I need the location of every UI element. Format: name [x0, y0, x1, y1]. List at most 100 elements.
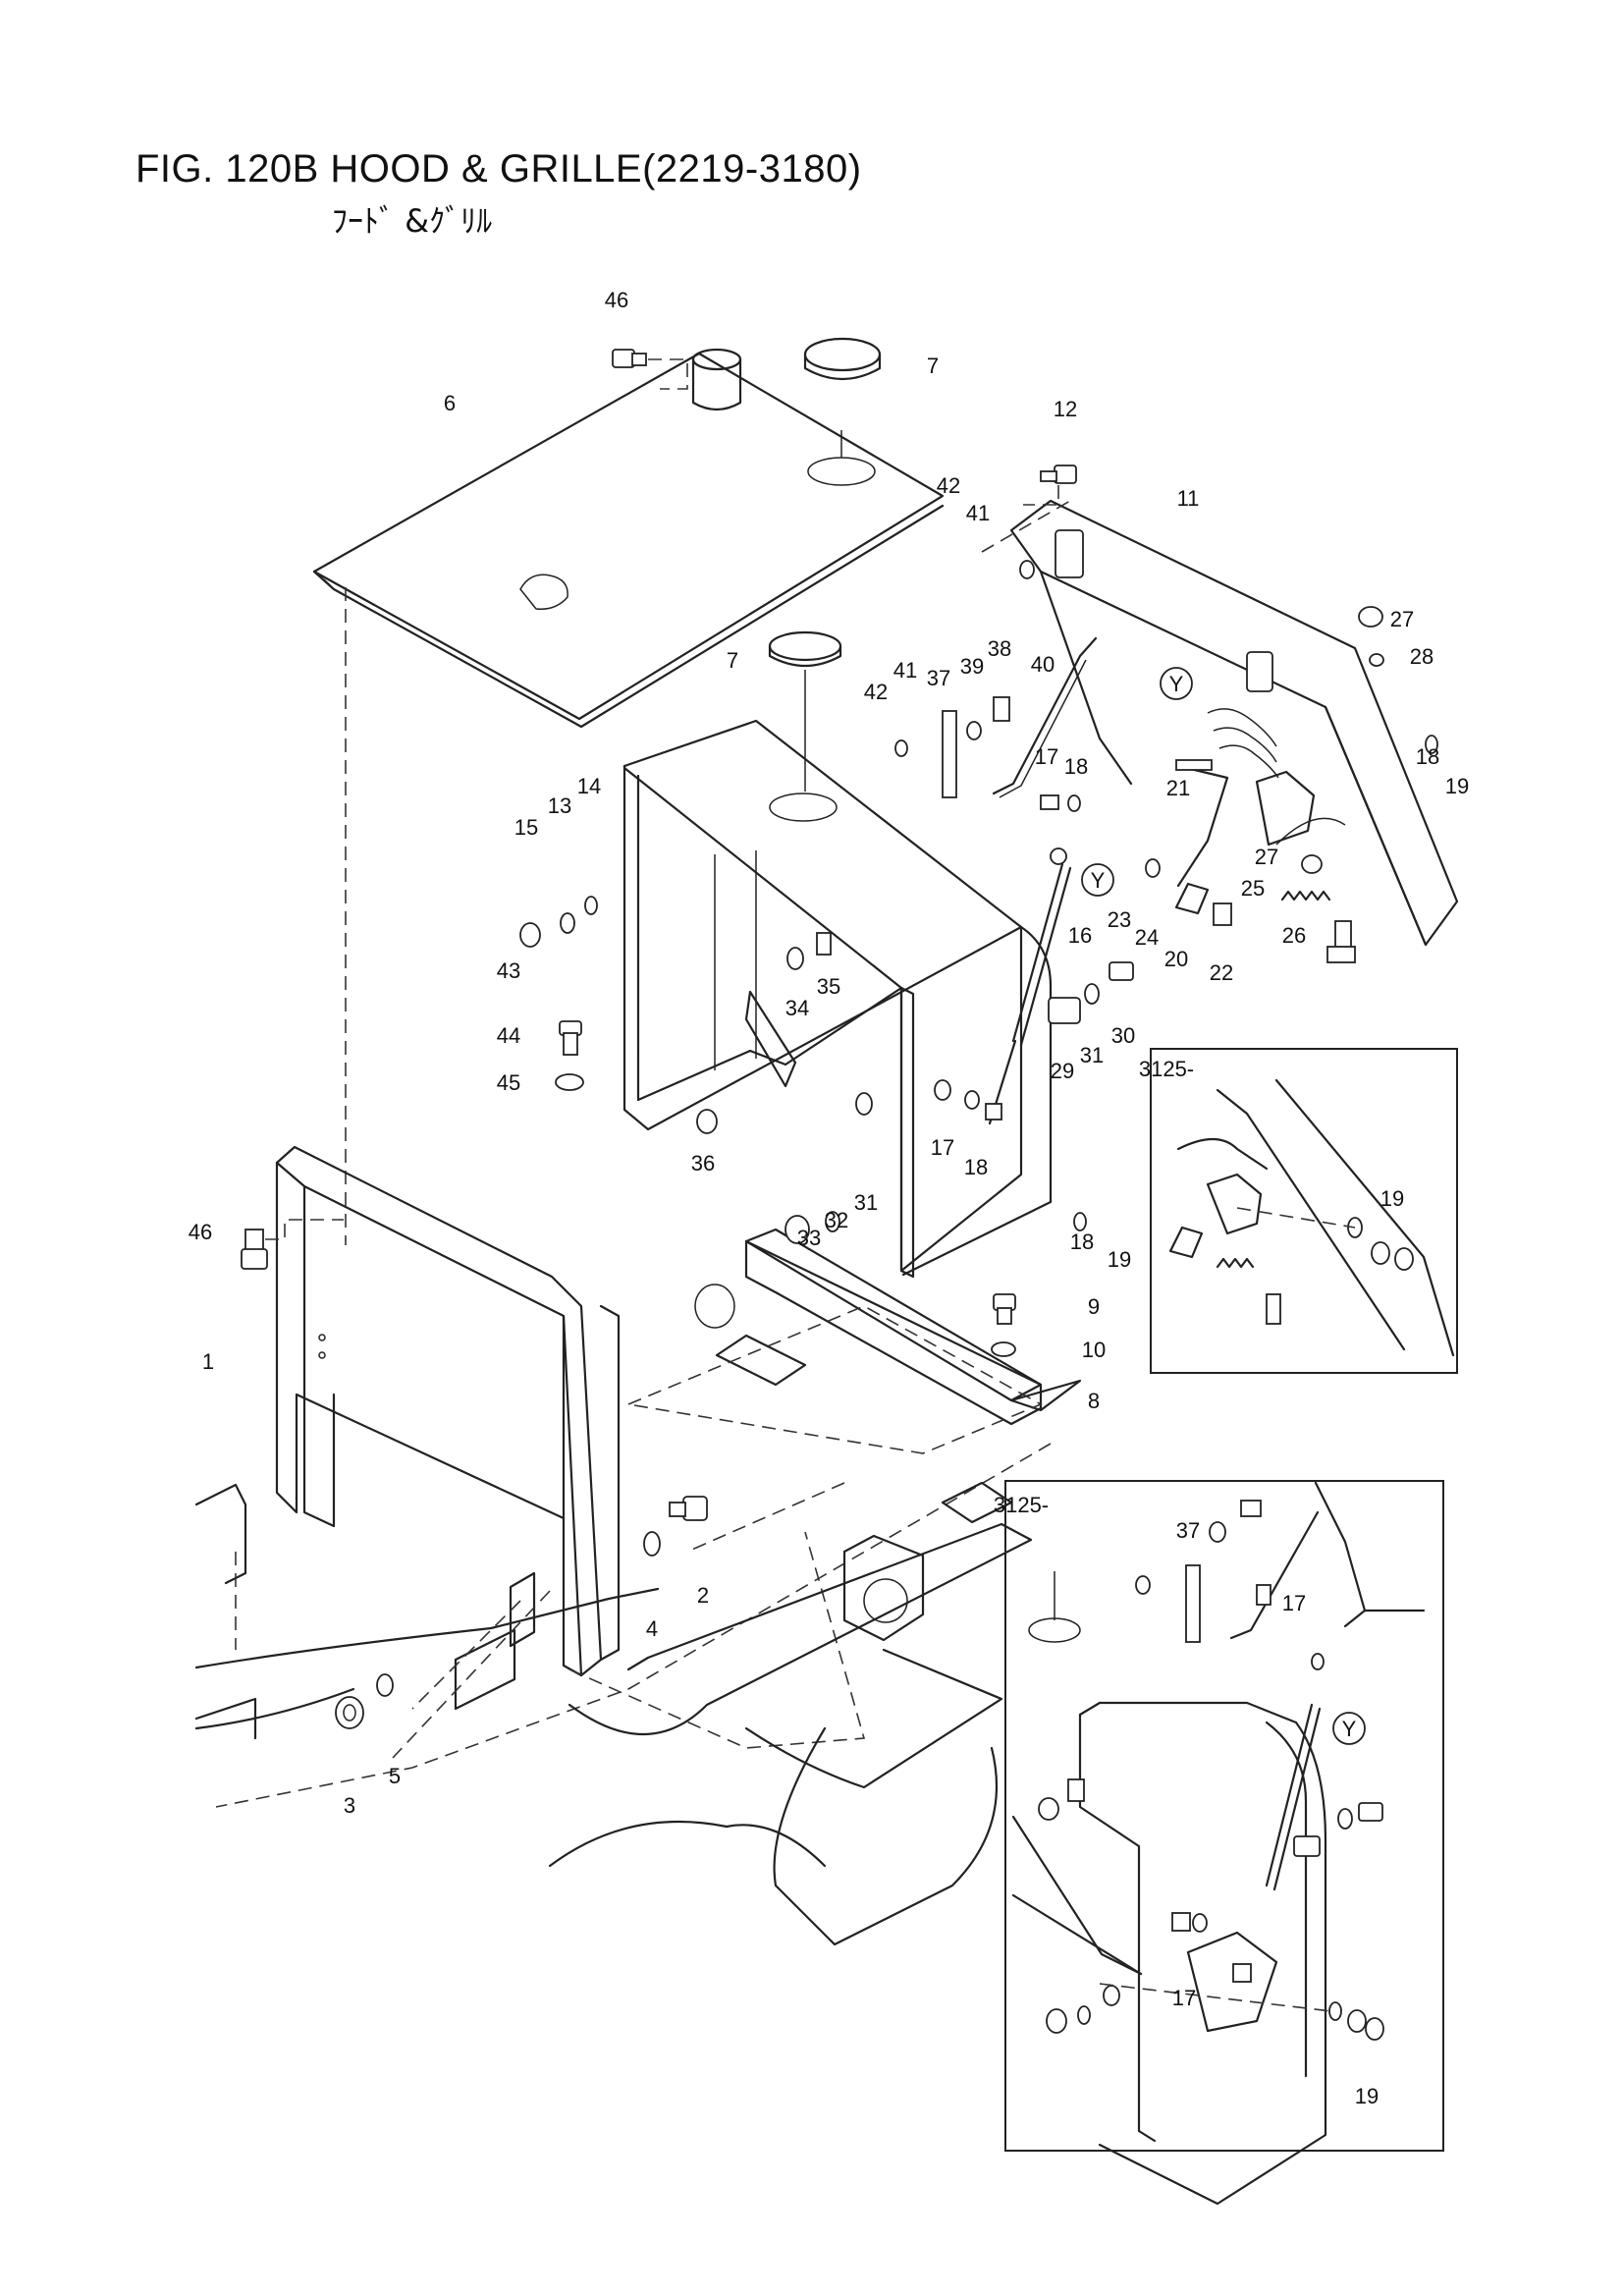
figure-subtitle: ﾌｰﾄﾞ &ｸﾞﾘﾙ: [332, 202, 493, 240]
bolt-46-top: [612, 349, 647, 368]
callout-40: 40: [1031, 652, 1055, 677]
callout-6: 6: [444, 391, 456, 415]
callout-12: 12: [1054, 397, 1077, 421]
bottom-bracket: [694, 1228, 1082, 1426]
callout-18c: 18: [964, 1155, 988, 1179]
callout-17a: 17: [1035, 744, 1058, 769]
callout-17c: 17: [1282, 1591, 1306, 1615]
callout-22: 22: [1210, 960, 1233, 985]
callout-38: 38: [988, 636, 1011, 661]
callout-32: 32: [825, 1208, 848, 1232]
grille-frame: [275, 1145, 621, 1677]
washer-4: [643, 1531, 661, 1557]
washer-10: [991, 1341, 1016, 1357]
callout-19b: 19: [1108, 1247, 1131, 1272]
spring-25: [1280, 890, 1331, 902]
callout-26: 26: [1282, 923, 1306, 948]
callout-37a: 37: [927, 666, 950, 690]
callout-8: 8: [1088, 1389, 1100, 1413]
hardware-upper: [519, 560, 1438, 1244]
marker-y-2: Y: [1332, 1712, 1366, 1745]
bolt-9: [993, 1293, 1016, 1325]
callout-11: 11: [1177, 486, 1200, 511]
cap-mid: [768, 630, 842, 667]
callout-19c: 19: [1380, 1186, 1404, 1211]
callout-27b: 27: [1255, 845, 1278, 869]
inset-3125-lower: [1004, 1480, 1444, 2206]
chassis-outline: [194, 1305, 1052, 1946]
callout-31b: 31: [854, 1190, 878, 1215]
callout-46b: 46: [189, 1220, 212, 1244]
callout-27a: 27: [1390, 607, 1414, 631]
callout-7b: 7: [727, 648, 738, 673]
callout-3125a: 3125-: [1139, 1057, 1194, 1081]
callout-19a: 19: [1445, 774, 1469, 798]
callout-1: 1: [202, 1349, 214, 1374]
callout-41a: 41: [966, 501, 990, 525]
callout-36: 36: [691, 1151, 715, 1175]
callout-18a: 18: [1064, 754, 1088, 779]
callout-42b: 42: [864, 680, 888, 704]
callout-13: 13: [548, 793, 571, 818]
callout-10: 10: [1082, 1338, 1106, 1362]
mount-bracket: [392, 1571, 551, 1759]
gas-spring: [988, 847, 1072, 1125]
callout-7a: 7: [927, 354, 939, 378]
figure-title: FIG. 120B HOOD & GRILLE(2219-3180): [135, 147, 862, 191]
callout-18d: 18: [1070, 1230, 1094, 1254]
washer-5: [376, 1673, 394, 1697]
bolt-2: [669, 1496, 708, 1521]
callout-21: 21: [1166, 776, 1190, 800]
callout-44: 44: [497, 1023, 520, 1048]
marker-y-1: Y: [1081, 863, 1114, 897]
left-chassis-fragment: [194, 1483, 257, 1740]
callout-39: 39: [960, 654, 984, 679]
callout-3125b: 3125-: [994, 1493, 1049, 1517]
callout-19d: 19: [1355, 2084, 1379, 2108]
callout-3: 3: [344, 1793, 355, 1818]
callout-28: 28: [1410, 644, 1434, 669]
bolt-46-left: [241, 1229, 268, 1270]
callout-15: 15: [514, 815, 538, 840]
callout-17d: 17: [1172, 1986, 1196, 2010]
callout-37b: 37: [1176, 1518, 1200, 1543]
bolt-26: [1326, 920, 1356, 963]
callout-46a: 46: [605, 288, 628, 312]
exhaust-stack: [691, 348, 742, 411]
callout-23: 23: [1108, 907, 1131, 932]
callout-25: 25: [1241, 876, 1265, 901]
callout-24: 24: [1135, 925, 1159, 950]
callout-31a: 31: [1080, 1043, 1104, 1067]
callout-41b: 41: [893, 658, 917, 683]
marker-layer: Y Y Y: [1081, 667, 1366, 1745]
hood-panel: [312, 352, 945, 729]
callout-17b: 17: [931, 1135, 954, 1160]
callout-34: 34: [785, 996, 809, 1020]
support-rod: [942, 636, 1098, 798]
callout-33: 33: [797, 1226, 821, 1250]
latch-assembly: [1174, 759, 1346, 926]
callout-14: 14: [577, 774, 601, 798]
callout-42a: 42: [937, 473, 960, 498]
callout-45: 45: [497, 1070, 520, 1095]
callout-9: 9: [1088, 1294, 1100, 1319]
callout-30: 30: [1111, 1023, 1135, 1048]
cap-top: [803, 337, 882, 381]
callout-16: 16: [1068, 923, 1092, 948]
callout-5: 5: [389, 1764, 401, 1788]
callout-20: 20: [1164, 947, 1188, 971]
callout-18b: 18: [1416, 744, 1439, 769]
callout-43: 43: [497, 958, 520, 983]
callout-2: 2: [697, 1583, 709, 1608]
callout-29: 29: [1051, 1059, 1074, 1083]
svg-text:Y: Y: [1169, 672, 1184, 696]
svg-text:Y: Y: [1091, 868, 1106, 893]
callout-4: 4: [646, 1616, 658, 1641]
bolt-12: [1040, 465, 1077, 484]
inset-3125-upper: [1150, 1048, 1458, 1374]
nut-3: [335, 1696, 364, 1729]
callout-35: 35: [817, 974, 840, 999]
svg-text:Y: Y: [1342, 1717, 1357, 1741]
